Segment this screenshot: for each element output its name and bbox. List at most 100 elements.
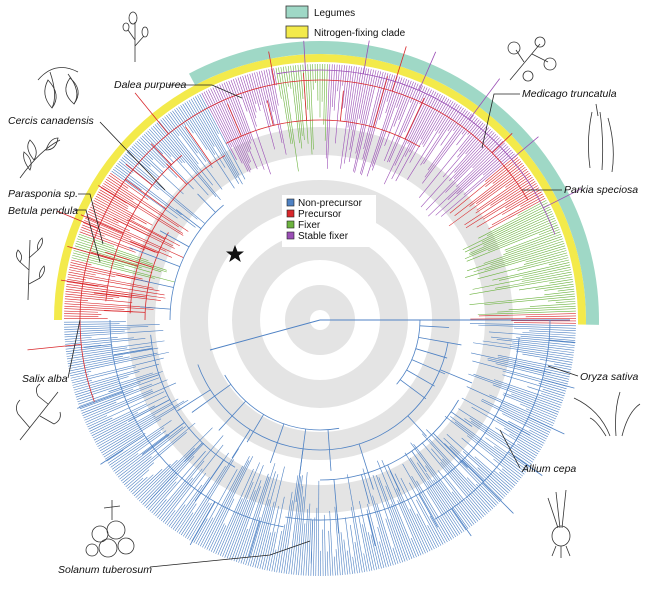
legend-swatch-nfc <box>286 26 308 38</box>
tree-tip-branch <box>281 500 292 573</box>
tree-tip-branch <box>323 530 324 576</box>
tree-tip-branch <box>459 461 500 502</box>
legend-label-fixer: Fixer <box>298 220 321 231</box>
clade-legend: Legumes Nitrogen-fixing clade <box>286 6 406 39</box>
tree-tip-branch <box>516 351 573 360</box>
allium-illustration-icon <box>548 490 570 558</box>
tree-tip-branch <box>313 64 314 90</box>
tree-tip-branch <box>240 77 256 127</box>
legend-swatch-legumes <box>286 6 308 18</box>
tree-tip-branch <box>521 336 576 340</box>
tree-tip-branch <box>324 515 325 576</box>
tree-tip-branch <box>71 260 91 265</box>
tree-tip-branch <box>493 161 521 183</box>
tree-tip-branch <box>435 101 453 130</box>
species-label-allium: Allium cepa <box>521 463 576 475</box>
tree-tip-branch <box>161 120 213 185</box>
tree-tip-branch <box>341 532 345 575</box>
legend-label-non-precursor: Non-precursor <box>298 198 363 209</box>
tree-tip-branch <box>355 542 360 573</box>
tree-tip-branch <box>107 450 124 461</box>
tree-tip-branch <box>131 477 148 492</box>
tree-tip-branch <box>519 282 573 290</box>
species-label-dalea: Dalea purpurea <box>114 79 187 91</box>
tree-tip-branch <box>93 406 155 438</box>
tree-tip-branch <box>129 478 143 491</box>
tree-tip-branch <box>498 355 571 370</box>
tree-tip-branch <box>416 500 441 546</box>
legend-label-stable-fixer: Stable fixer <box>298 231 349 242</box>
tree-tip-branch <box>422 115 473 183</box>
tree-tip-branch <box>558 289 574 291</box>
species-label-parasponia: Parasponia sp. <box>8 188 78 200</box>
species-label-betula: Betula pendula <box>8 205 78 217</box>
tree-tip-branch <box>70 371 91 376</box>
tree-internal-branch <box>84 344 112 347</box>
tree-tip-branch <box>64 316 98 317</box>
tree-tip-branch <box>64 311 98 312</box>
tree-tip-branch <box>277 525 285 573</box>
tree-tip-branch <box>255 507 271 568</box>
tree-tip-branch <box>476 484 496 505</box>
tree-tip-branch <box>118 163 132 174</box>
tree-tip-branch <box>526 316 576 317</box>
tree-tip-branch <box>549 260 569 265</box>
tree-tip-branch <box>368 532 377 569</box>
tree-tip-branch <box>233 79 239 95</box>
tree-tip-branch <box>501 406 551 430</box>
state-legend: Non-precursor Precursor Fixer Stable fix… <box>282 195 376 247</box>
tree-tip-branch <box>300 65 303 99</box>
tree-tip-branch <box>540 359 572 365</box>
tree-tip-branch <box>397 500 421 555</box>
tree-internal-branch <box>542 380 574 389</box>
tree-tip-branch <box>495 428 538 454</box>
tree-tip-branch <box>313 517 315 575</box>
tree-tip-branch <box>99 416 156 449</box>
tree-tip-branch <box>440 517 453 539</box>
tree-tip-branch <box>556 301 575 302</box>
tree-tip-branch <box>491 241 564 265</box>
tree-tip-branch <box>353 557 355 574</box>
legend-label-legumes: Legumes <box>314 8 355 19</box>
tree-tip-branch <box>526 251 567 262</box>
tree-tip-branch <box>119 161 133 172</box>
tree-tip-branch <box>514 323 576 324</box>
tree-tip-branch <box>64 322 126 323</box>
tree-tip-branch <box>334 557 335 576</box>
legend-label-precursor: Precursor <box>298 209 342 220</box>
tree-tip-branch <box>105 181 134 199</box>
tree-internal-branch <box>125 179 166 209</box>
species-label-oryza: Oryza sativa <box>580 371 639 383</box>
tree-tip-branch <box>65 337 92 339</box>
tree-tip-branch <box>65 337 118 342</box>
solanum-illustration-icon <box>86 500 134 557</box>
tree-tip-branch <box>327 551 328 575</box>
tree-tip-branch <box>120 427 186 480</box>
betula-illustration-icon <box>16 238 44 300</box>
tree-tip-branch <box>342 65 347 108</box>
tree-tip-branch <box>77 396 93 402</box>
tree-tip-branch <box>371 534 379 569</box>
tree-tip-branch <box>236 529 247 562</box>
species-label-cercis: Cercis canadensis <box>8 115 95 127</box>
tree-tip-branch <box>152 451 206 513</box>
tree-tip-branch <box>100 190 129 207</box>
tree-tip-branch <box>108 420 172 463</box>
tree-tip-branch <box>179 513 193 534</box>
tree-internal-branch <box>61 280 108 287</box>
tree-tip-branch <box>548 299 575 301</box>
oryza-illustration-icon <box>574 392 640 436</box>
tree-tip-branch <box>114 453 139 471</box>
tree-internal-branch <box>28 344 82 349</box>
tree-tip-branch <box>306 504 310 576</box>
tree-tip-branch <box>324 64 325 125</box>
legend-swatch-precursor <box>287 210 294 217</box>
tree-tip-branch <box>70 267 116 277</box>
tree-tip-branch <box>393 548 398 564</box>
tree-tip-branch <box>127 152 159 180</box>
tree-tip-branch <box>338 65 340 91</box>
parkia-illustration-icon <box>588 104 613 172</box>
tree-tip-branch <box>347 551 350 575</box>
